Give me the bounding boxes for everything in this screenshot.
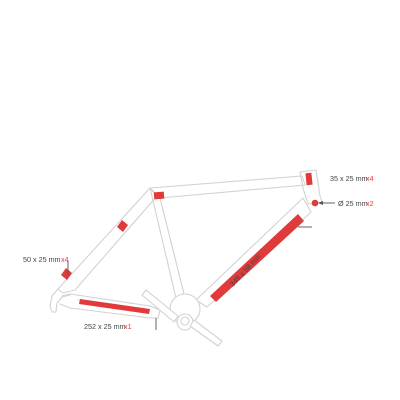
- bottom-bracket-group: [141, 289, 223, 347]
- rear-triangle: [49, 187, 161, 319]
- seat-stay: [57, 187, 158, 294]
- patch-chain-stay: [79, 299, 150, 314]
- label-chain-stay-size: 252 x 25 mm: [84, 322, 126, 331]
- patch-top-tube: [153, 191, 165, 200]
- rear-dropout: [49, 288, 71, 313]
- patch-head-tube: [305, 172, 313, 186]
- crank-arm-right: [189, 319, 223, 347]
- label-down-tube-count: x1: [254, 248, 266, 260]
- leaders: [67, 201, 335, 330]
- protection-patches: [61, 172, 319, 314]
- patch-round: [311, 199, 319, 207]
- label-round-count: x2: [366, 199, 374, 208]
- patch-down-tube: [210, 214, 304, 302]
- label-round-size: Ø 25 mm: [338, 199, 368, 208]
- top-tube: [149, 175, 306, 199]
- label-seat-stay-count: x4: [61, 255, 69, 264]
- chain-stay: [59, 293, 161, 319]
- seat-tube: [149, 187, 185, 299]
- label-top-tube-size: 35 x 25 mm: [330, 174, 368, 183]
- crank-axle: [180, 316, 190, 326]
- down-tube: [195, 197, 312, 308]
- patch-seat-stay-upper: [117, 220, 128, 232]
- leader-round-arrow: [318, 201, 323, 205]
- patch-seat-stay-lower: [61, 268, 72, 280]
- crank-arm-left: [141, 289, 179, 323]
- label-chain-stay-count: x1: [124, 322, 132, 331]
- label-down-tube-group: 345 x 58 mm x1: [228, 248, 266, 288]
- label-seat-stay-size: 50 x 25 mm: [23, 255, 61, 264]
- label-top-tube-count: x4: [366, 174, 374, 183]
